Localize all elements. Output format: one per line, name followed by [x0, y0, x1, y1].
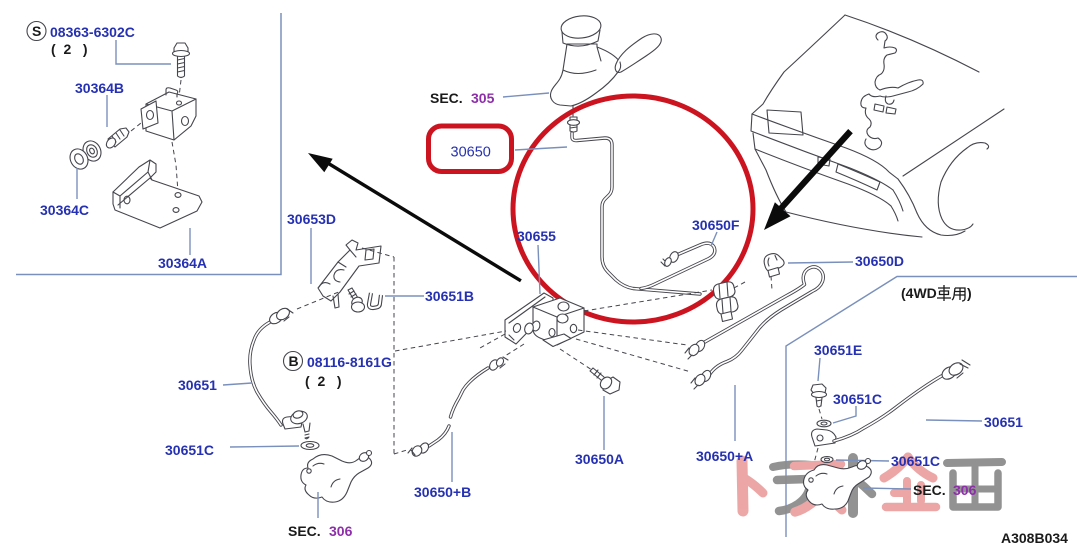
svg-text:30651B: 30651B [425, 288, 474, 304]
svg-text:SEC.: SEC. [288, 523, 321, 539]
svg-text:(4WD: (4WD [901, 285, 937, 301]
svg-text:08363-6302C: 08363-6302C [50, 24, 135, 40]
svg-text:S: S [32, 23, 41, 39]
svg-text:B: B [289, 353, 299, 369]
svg-text:SEC.: SEC. [913, 482, 946, 498]
svg-text:): ) [967, 285, 972, 301]
svg-text:30364B: 30364B [75, 80, 124, 96]
svg-text:30364A: 30364A [158, 255, 207, 271]
svg-text:( 2 ): ( 2 ) [305, 373, 342, 389]
svg-text:08116-8161G: 08116-8161G [307, 354, 392, 370]
svg-text:30650F: 30650F [692, 217, 740, 233]
svg-text:30651: 30651 [984, 414, 1023, 430]
svg-text:30650: 30650 [451, 145, 491, 161]
svg-text:30651C: 30651C [165, 442, 214, 458]
svg-text:30655: 30655 [517, 228, 556, 244]
svg-text:( 2 ): ( 2 ) [51, 41, 88, 57]
svg-text:SEC.: SEC. [430, 90, 463, 106]
svg-text:30364C: 30364C [40, 202, 89, 218]
svg-text:30650+A: 30650+A [696, 448, 753, 464]
svg-text:30651E: 30651E [814, 342, 862, 358]
svg-text:A308B034: A308B034 [1001, 530, 1068, 546]
svg-text:305: 305 [471, 90, 495, 106]
svg-text:30651C: 30651C [891, 453, 940, 469]
svg-text:30651: 30651 [178, 377, 217, 393]
svg-text:30650+B: 30650+B [414, 484, 471, 500]
svg-text:30653D: 30653D [287, 211, 336, 227]
svg-text:306: 306 [953, 482, 977, 498]
svg-text:306: 306 [329, 523, 353, 539]
svg-text:30650A: 30650A [575, 451, 624, 467]
svg-text:30650D: 30650D [855, 253, 904, 269]
svg-text:30651C: 30651C [833, 391, 882, 407]
